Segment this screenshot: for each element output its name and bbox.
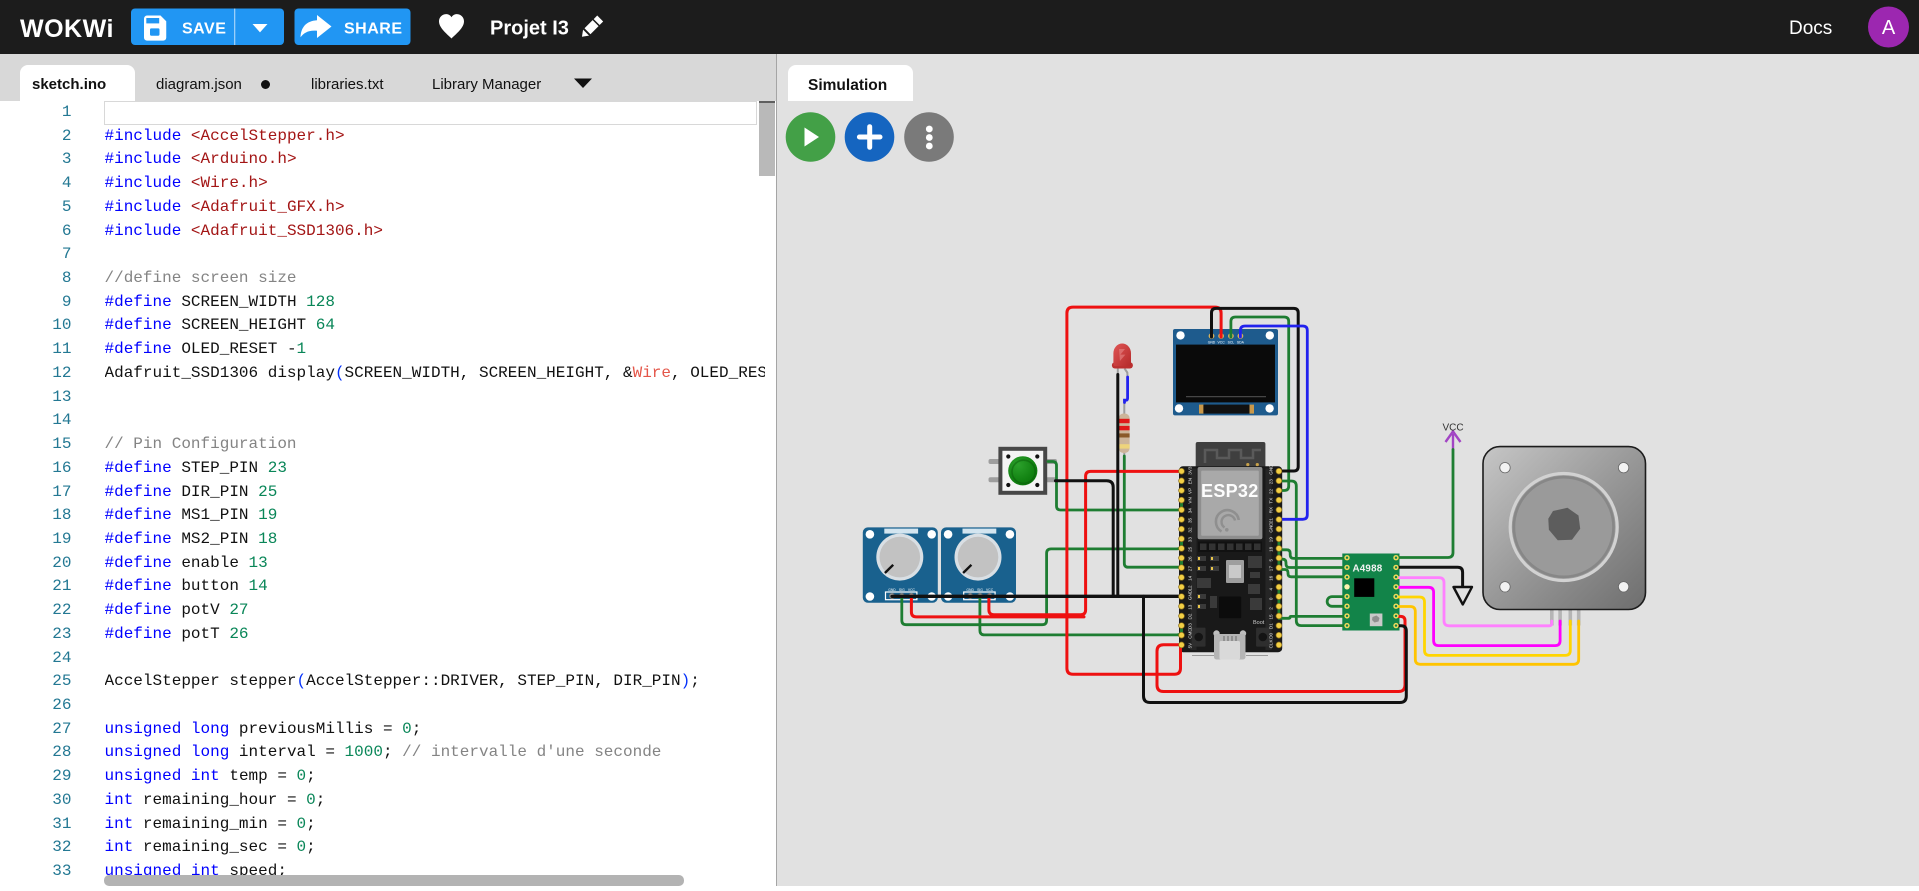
svg-text:GND: GND <box>888 588 896 592</box>
svg-text:RX: RX <box>1269 507 1274 513</box>
svg-text:VP: VP <box>1188 488 1193 494</box>
svg-text:13: 13 <box>1188 604 1193 610</box>
svg-text:23: 23 <box>1269 479 1274 485</box>
svg-text:GND: GND <box>1269 522 1274 533</box>
svg-text:GND: GND <box>1269 464 1274 475</box>
svg-text:2: 2 <box>1269 607 1274 610</box>
svg-text:26: 26 <box>1188 556 1193 562</box>
svg-text:VCC: VCC <box>908 588 916 592</box>
svg-text:22: 22 <box>1269 488 1274 494</box>
svg-text:34: 34 <box>1188 508 1193 514</box>
svg-text:15: 15 <box>1269 614 1274 620</box>
svg-text:GND: GND <box>1188 589 1193 600</box>
svg-text:17: 17 <box>1269 566 1274 572</box>
svg-text:SHARE: SHARE <box>344 21 403 38</box>
svg-text:CLK: CLK <box>1269 639 1274 649</box>
svg-text:16: 16 <box>1269 575 1274 581</box>
svg-text:18: 18 <box>1269 546 1274 552</box>
svg-text:Simulation: Simulation <box>808 77 887 94</box>
svg-text:21: 21 <box>1269 517 1274 523</box>
svg-text:SIG: SIG <box>977 588 983 592</box>
svg-text:A4988: A4988 <box>1353 564 1383 575</box>
svg-text:D2: D2 <box>1188 613 1193 619</box>
svg-text:EN: EN <box>1188 478 1193 484</box>
svg-text:5: 5 <box>1269 559 1274 562</box>
svg-text:TX: TX <box>1269 498 1274 504</box>
svg-text:4: 4 <box>1269 588 1274 591</box>
svg-text:25: 25 <box>1188 546 1193 552</box>
svg-text:0: 0 <box>1269 597 1274 600</box>
svg-text:VN: VN <box>1188 497 1193 503</box>
svg-text:D1: D1 <box>1269 623 1274 629</box>
svg-text:Boot: Boot <box>1253 620 1265 626</box>
svg-text:SAVE: SAVE <box>182 21 226 38</box>
svg-text:27: 27 <box>1188 566 1193 572</box>
svg-text:35: 35 <box>1188 517 1193 523</box>
svg-text:WOKWi: WOKWi <box>20 15 114 43</box>
svg-text:D0: D0 <box>1269 632 1274 638</box>
svg-text:VCC: VCC <box>1443 423 1464 434</box>
svg-text:32: 32 <box>1188 527 1193 533</box>
svg-text:VCC: VCC <box>1218 341 1226 345</box>
svg-text:5V: 5V <box>1188 642 1193 649</box>
svg-text:ESP32: ESP32 <box>1201 481 1259 501</box>
svg-text:SIG: SIG <box>899 588 905 592</box>
svg-text:D3: D3 <box>1188 623 1193 629</box>
svg-text:VCC: VCC <box>986 588 994 592</box>
svg-text:19: 19 <box>1269 537 1274 543</box>
svg-text:14: 14 <box>1188 575 1193 581</box>
svg-text:3V3: 3V3 <box>1188 466 1193 475</box>
svg-text:Projet I3: Projet I3 <box>490 18 569 40</box>
svg-text:33: 33 <box>1188 537 1193 543</box>
svg-text:CMD: CMD <box>1188 628 1193 639</box>
svg-text:A: A <box>1882 17 1896 39</box>
svg-text:GND: GND <box>1208 341 1216 345</box>
svg-text:12: 12 <box>1188 585 1193 591</box>
svg-text:GND: GND <box>966 588 974 592</box>
svg-text:Docs: Docs <box>1789 18 1832 39</box>
svg-text:SDA: SDA <box>1237 341 1245 345</box>
svg-text:SCL: SCL <box>1228 341 1235 345</box>
